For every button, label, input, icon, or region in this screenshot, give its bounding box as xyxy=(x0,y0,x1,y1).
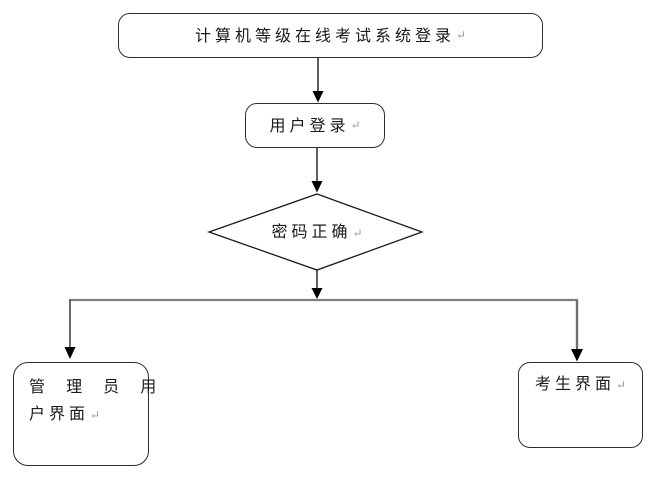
node-admin-interface-label-line1: 管 理 员 用 xyxy=(29,377,161,396)
node-admin-interface-label-line2-text: 户界面 xyxy=(29,404,90,423)
return-mark: ↵ xyxy=(90,408,101,422)
node-password-check-label: 密码正确 xyxy=(271,222,352,241)
return-mark: ↵ xyxy=(352,226,363,240)
arrowhead-admin-icon xyxy=(64,347,76,359)
arrowhead-login-icon xyxy=(312,91,324,103)
arrowhead-examinee-icon xyxy=(571,349,583,362)
return-mark: ↵ xyxy=(350,118,361,132)
arrowhead-decision-icon xyxy=(311,181,323,193)
node-password-check: 密码正确↵ xyxy=(247,222,387,243)
node-admin-interface: 管 理 员 用 户界面↵ xyxy=(13,362,161,466)
return-mark: ↵ xyxy=(615,378,627,392)
node-system-login: 计算机等级在线考试系统登录↵ xyxy=(118,13,543,58)
node-user-login-label: 用户登录 xyxy=(269,115,350,135)
node-examinee-interface-label: 考生界面 xyxy=(534,374,615,393)
node-examinee-interface: 考生界面↵ xyxy=(518,362,643,448)
node-user-login: 用户登录↵ xyxy=(245,103,385,148)
node-system-login-label: 计算机等级在线考试系统登录 xyxy=(194,25,455,45)
arrowhead-branch-icon xyxy=(311,288,323,299)
node-admin-interface-label-line2: 户界面↵ xyxy=(29,400,138,429)
return-mark: ↵ xyxy=(455,28,467,42)
